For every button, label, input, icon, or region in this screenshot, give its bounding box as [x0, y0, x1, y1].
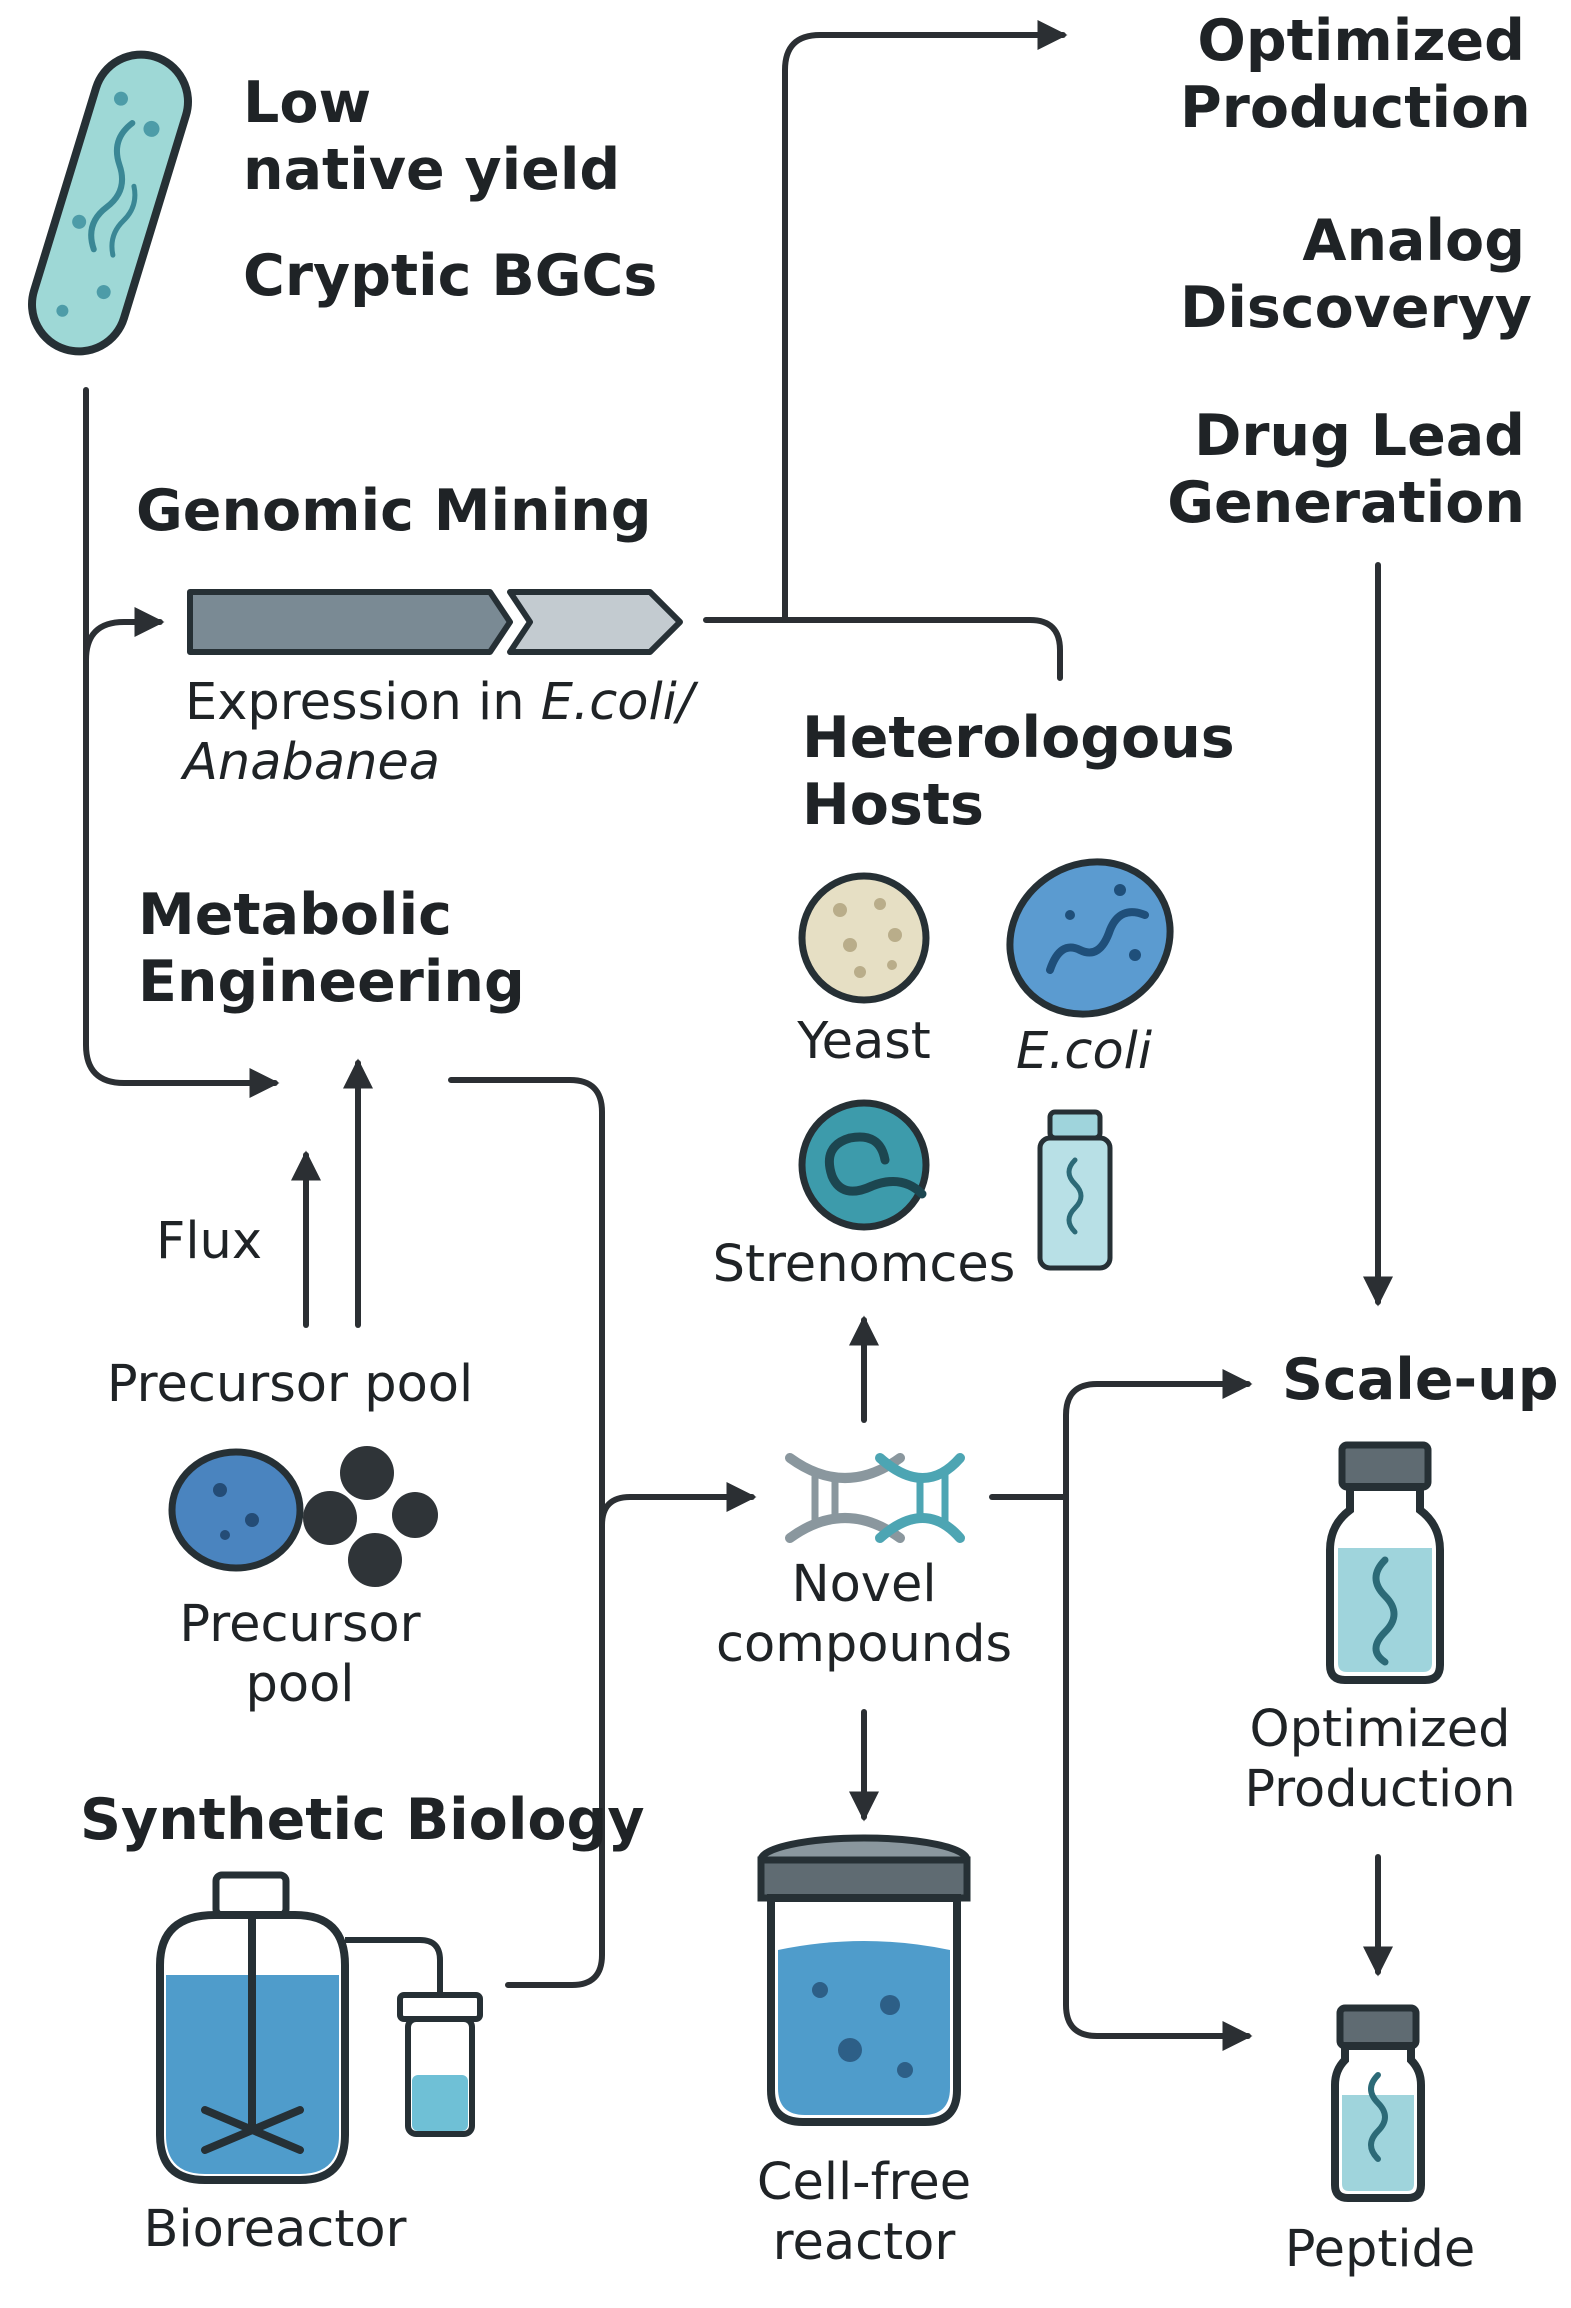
streptomyces-cell-icon [798, 1099, 930, 1231]
arrow-up-to-top-outcome [782, 20, 1068, 623]
cryptic-bgcs-label: Cryptic BGCs [243, 243, 658, 309]
dna-helix-icon [785, 1453, 965, 1543]
genomic-mining-label: Genomic Mining [136, 478, 652, 544]
ecoli-cell-icon [1006, 858, 1174, 1018]
yeast-label: Yeast [797, 1012, 931, 1071]
heterologous-hosts-label: Heterologous Hosts [802, 705, 1235, 839]
expression-label: Expression in E.coli/ [185, 673, 694, 733]
ecoli-label: E.coli [1015, 1022, 1153, 1081]
connectors [83, 20, 1393, 2051]
yeast-cell-icon [798, 872, 930, 1004]
optimized-production-bottom-label: Optimized Production [1244, 1700, 1516, 1820]
metabolic-engineering-label: Metabolic Engineering [138, 882, 525, 1016]
strenomces-label: Strenomces [712, 1235, 1016, 1294]
precursor-pool-bottom-label: Precursor pool [179, 1595, 421, 1715]
analog-discovery-label: Analog Discoveryy [1180, 208, 1532, 342]
bioreactor-label: Bioreactor [143, 2200, 407, 2259]
rod-bacterium-icon [28, 50, 192, 356]
peptide-label: Peptide [1284, 2220, 1476, 2279]
synthetic-biology-label: Synthetic Biology [80, 1787, 645, 1853]
small-vial-icon [1037, 1109, 1113, 1271]
optimized-production-top-label: Optimized Production [1180, 8, 1531, 142]
expression-anabanea: Anabanea [183, 733, 441, 792]
arrow-to-genomic-mining [83, 387, 280, 1098]
arrow-into-novel-compounds [599, 1482, 757, 1528]
gene-cluster-icon [187, 589, 683, 655]
expression-ecoli: E.coli/ [540, 673, 694, 732]
arrow-to-optimized-production-top [703, 617, 1063, 681]
peptide-vial-icon [1331, 2004, 1425, 2202]
arrow-metabolic-to-novel [448, 1077, 605, 1988]
scale-up-vial-icon [1326, 1441, 1444, 1684]
arrow-to-peptide [1063, 1494, 1253, 2051]
arrow-branch-to-gene-cluster [83, 607, 165, 663]
drug-lead-generation-label: Drug Lead Generation [1167, 403, 1525, 537]
cell-free-reactor-icon [757, 1834, 971, 2126]
arrow-to-scale-up [1063, 1369, 1253, 1500]
novel-compounds-label: Novel compounds [715, 1555, 1013, 1675]
flux-label: Flux [156, 1212, 263, 1271]
precursor-molecules-icon [168, 1446, 438, 1587]
scale-up-label: Scale-up [1282, 1347, 1559, 1413]
expression-prefix: Expression in [185, 673, 541, 732]
bioreactor-icon [156, 1871, 483, 2184]
low-native-yield-label: Low native yield [243, 70, 621, 204]
precursor-pool-top-label: Precursor pool [106, 1355, 474, 1414]
cell-free-reactor-label: Cell-free reactor [756, 2153, 972, 2273]
